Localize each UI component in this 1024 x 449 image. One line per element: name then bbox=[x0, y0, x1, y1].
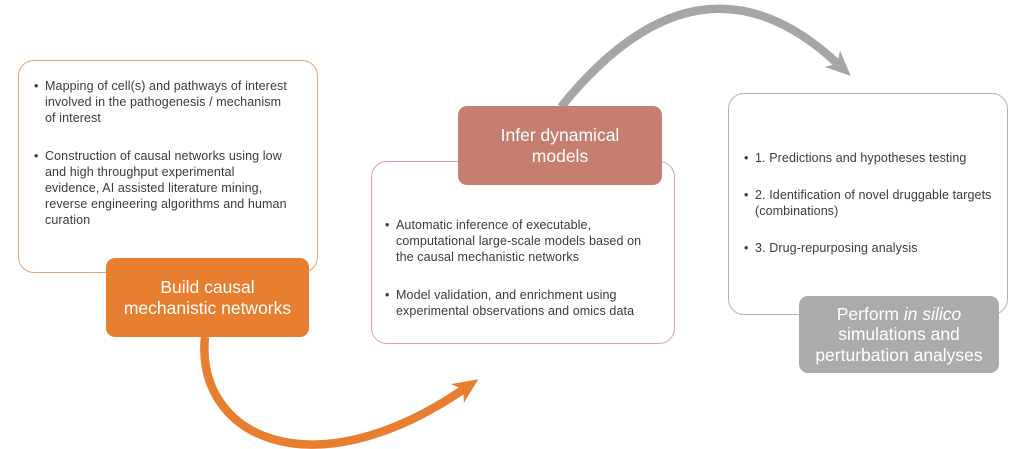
bullet-text: Model validation, and enrichment using e… bbox=[396, 288, 635, 318]
build-networks-box: • Mapping of cell(s) and pathways of int… bbox=[18, 60, 318, 273]
bullet-text: Automatic inference of executable, compu… bbox=[396, 218, 642, 264]
infer-models-box: • Automatic inference of executable, com… bbox=[371, 161, 675, 344]
bullet-text: Mapping of cell(s) and pathways of inter… bbox=[45, 79, 287, 125]
list-item: • Mapping of cell(s) and pathways of int… bbox=[34, 78, 291, 126]
in-silico-box: • 1. Predictions and hypotheses testing … bbox=[728, 93, 1008, 315]
arrow-build-to-infer bbox=[200, 336, 479, 449]
bullet-icon: • bbox=[744, 188, 749, 202]
in-silico-label: Perform in silico simulations and pertur… bbox=[799, 296, 999, 373]
infer-models-label: Infer dynamical models bbox=[458, 106, 662, 185]
list-item: • 2. Identification of novel druggable t… bbox=[744, 187, 995, 219]
bullet-icon: • bbox=[744, 241, 749, 255]
infer-models-bullet-list: • Automatic inference of executable, com… bbox=[385, 217, 658, 319]
bullet-text: 2. Identification of novel druggable tar… bbox=[755, 188, 992, 218]
bullet-icon: • bbox=[34, 149, 39, 163]
bullet-icon: • bbox=[385, 288, 390, 302]
bullet-icon: • bbox=[34, 79, 39, 93]
build-networks-label: Build causal mechanistic networks bbox=[106, 258, 309, 337]
list-item: • 1. Predictions and hypotheses testing bbox=[744, 150, 995, 166]
in-silico-label-text: Perform in silico simulations and pertur… bbox=[807, 304, 991, 366]
in-silico-label-italic: in silico bbox=[903, 303, 962, 324]
bullet-text: 3. Drug-repurposing analysis bbox=[755, 241, 918, 255]
list-item: • Automatic inference of executable, com… bbox=[385, 217, 658, 265]
list-item: • Construction of causal networks using … bbox=[34, 148, 291, 228]
build-networks-label-text: Build causal mechanistic networks bbox=[123, 276, 292, 318]
infer-models-label-text: Infer dynamical models bbox=[500, 124, 620, 166]
list-item: • 3. Drug-repurposing analysis bbox=[744, 240, 995, 256]
bullet-text: 1. Predictions and hypotheses testing bbox=[755, 151, 967, 165]
bullet-text: Construction of causal networks using lo… bbox=[45, 149, 287, 227]
build-networks-bullet-list: • Mapping of cell(s) and pathways of int… bbox=[34, 78, 291, 228]
in-silico-bullet-list: • 1. Predictions and hypotheses testing … bbox=[744, 150, 995, 256]
list-item: • Model validation, and enrichment using… bbox=[385, 287, 658, 319]
in-silico-label-suffix: simulations and perturbation analyses bbox=[815, 324, 983, 365]
in-silico-label-prefix: Perform bbox=[836, 303, 904, 324]
bullet-icon: • bbox=[744, 151, 749, 165]
bullet-icon: • bbox=[385, 218, 390, 232]
